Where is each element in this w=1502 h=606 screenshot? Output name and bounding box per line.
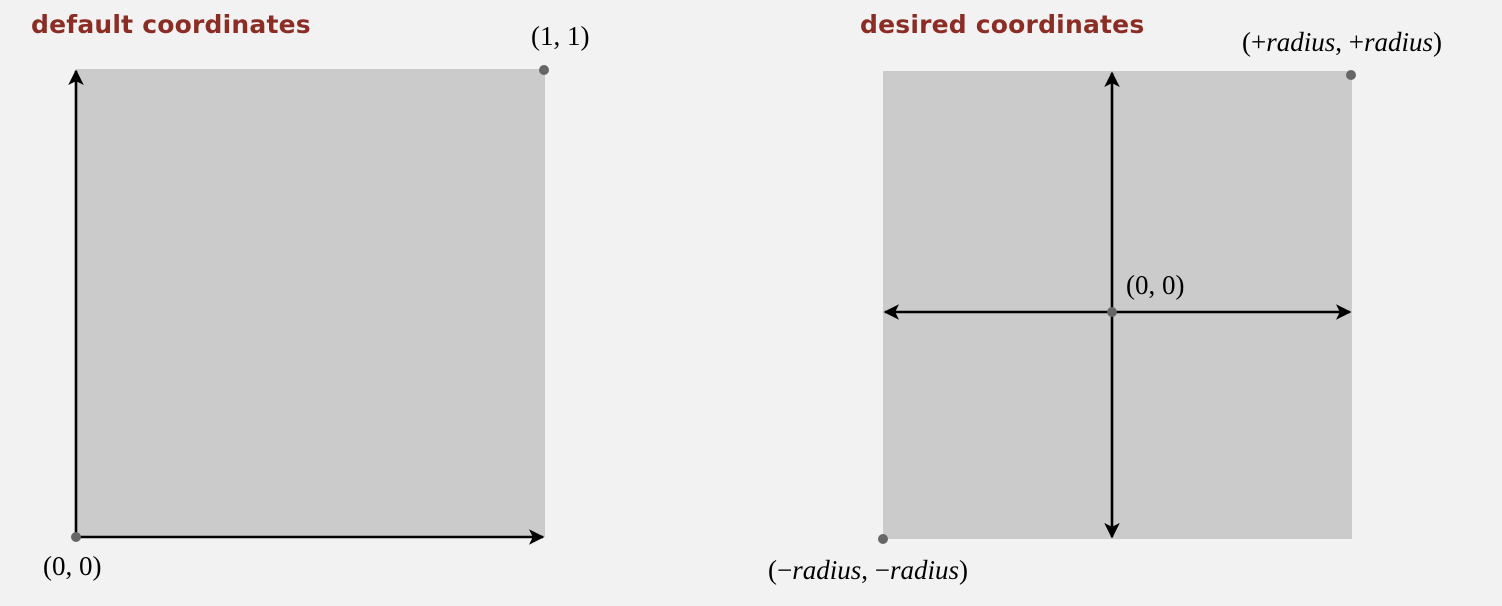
left-corner-point: [539, 65, 549, 75]
right-center-label: (0, 0): [1126, 270, 1185, 300]
default-unit-square: [76, 69, 545, 537]
right-top-right-label: (+radius, +radius): [1242, 27, 1443, 57]
left-origin-point: [71, 532, 81, 542]
right-bottom-left-label: (−radius, −radius): [768, 555, 969, 585]
left-origin-label: (0, 0): [43, 551, 102, 581]
right-bottom-left-point: [878, 534, 888, 544]
left-corner-label: (1, 1): [531, 21, 590, 51]
right-panel-title: desired coordinates: [860, 10, 1145, 39]
right-top-right-point: [1346, 70, 1356, 80]
left-panel-title: default coordinates: [31, 10, 311, 39]
right-center-point: [1107, 307, 1117, 317]
